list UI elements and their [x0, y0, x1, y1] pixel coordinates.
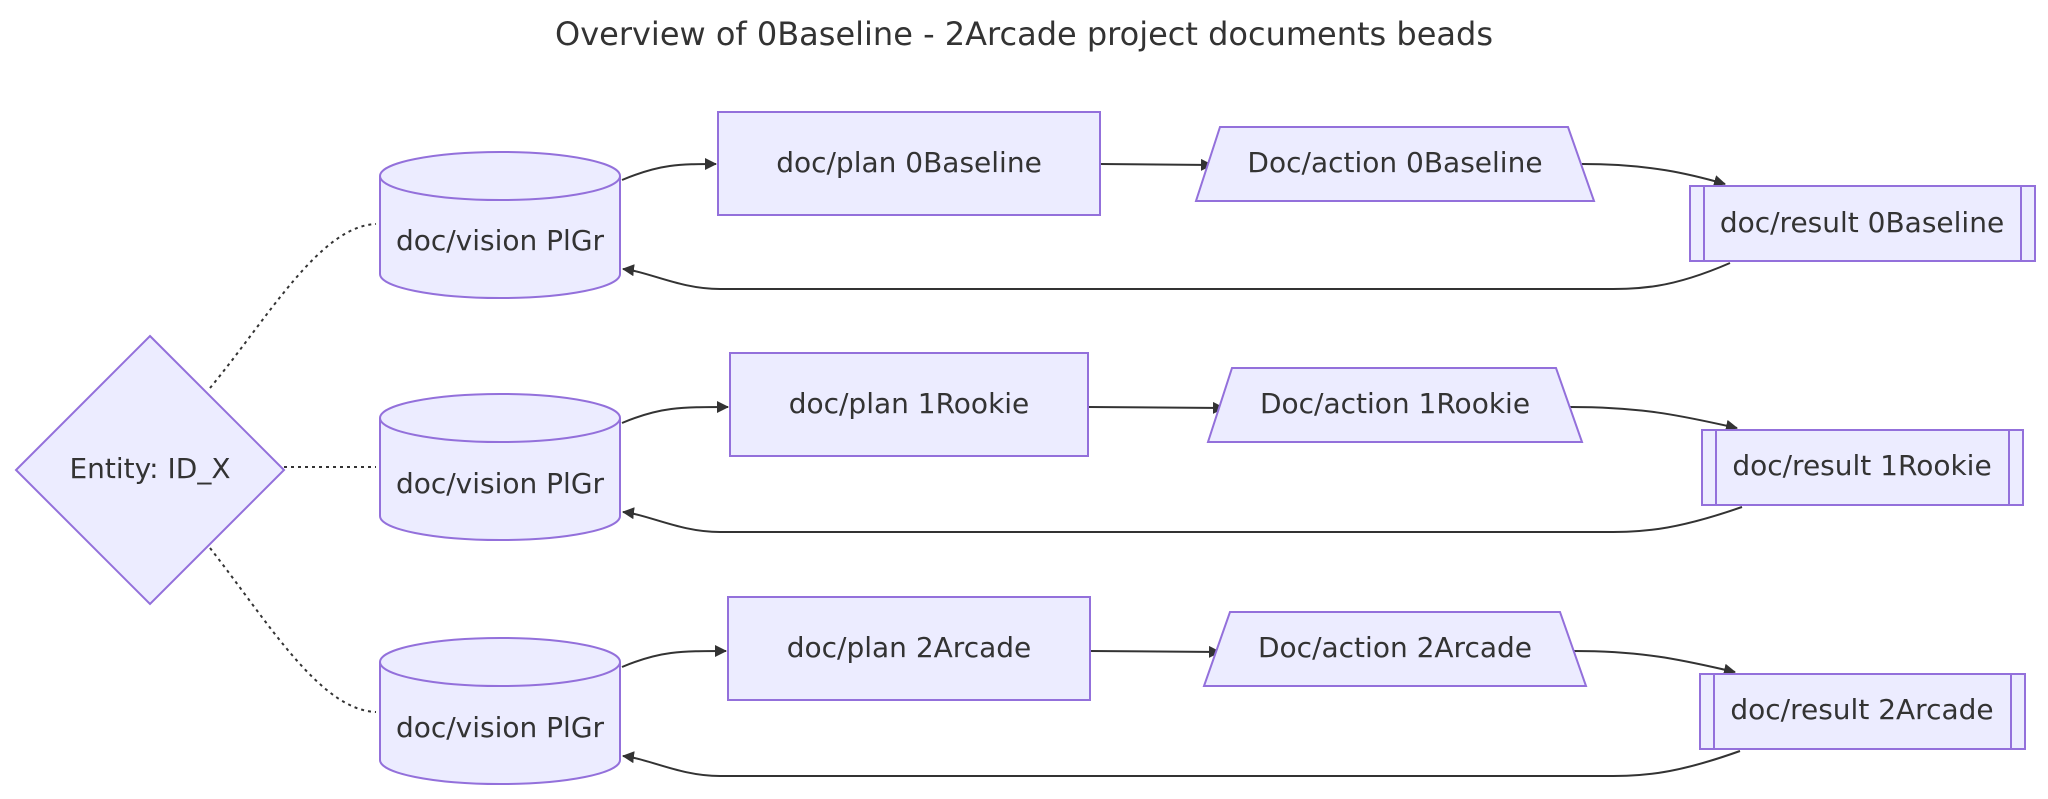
- action-trapezoid-2: [1202, 611, 1588, 687]
- vision-label-1: doc/vision PlGr: [396, 467, 605, 500]
- row-0-group: doc/vision PlGr doc/plan 0Baseline Doc/a…: [379, 111, 2036, 299]
- vision-cylinder-top-2: [379, 661, 621, 687]
- edge-vision-to-plan-1: [621, 401, 729, 424]
- vision-label-0: doc/vision PlGr: [396, 224, 605, 257]
- vision-cylinder-shape-1: [379, 393, 621, 541]
- result-label-0: doc/result 0Baseline: [1720, 206, 2004, 239]
- vision-label-2: doc/vision PlGr: [396, 711, 605, 744]
- edge-vision-to-plan-0: [621, 158, 717, 181]
- entity-node: Entity: ID_X: [14, 334, 286, 606]
- plan-node-2: doc/plan 2Arcade: [727, 596, 1091, 701]
- result-label-2: doc/result 2Arcade: [1730, 693, 1993, 726]
- edge-action-to-result-0: [1581, 163, 1726, 187]
- row-2-group: doc/vision PlGr doc/plan 2Arcade Doc/act…: [379, 596, 2026, 785]
- plan-rect-2: [727, 596, 1091, 701]
- result-label-1: doc/result 1Rookie: [1732, 449, 1991, 482]
- vision-cylinder-shape-0: [379, 151, 621, 299]
- action-node-1: Doc/action 1Rookie: [1206, 367, 1584, 443]
- result-rect-0: [1689, 185, 2036, 262]
- edge-entity-to-vision-0: [209, 223, 377, 389]
- action-label-1: Doc/action 1Rookie: [1260, 387, 1530, 420]
- edge-action-to-result-2: [1573, 650, 1736, 676]
- edge-plan-to-action-1: [1087, 401, 1225, 414]
- plan-node-1: doc/plan 1Rookie: [729, 352, 1089, 457]
- vision-cylinder-top-1: [379, 417, 621, 443]
- edge-plan-to-action-0: [1099, 158, 1213, 171]
- plan-label-0: doc/plan 0Baseline: [776, 146, 1042, 179]
- edge-result-to-vision-0: [622, 262, 1731, 290]
- result-node-1: doc/result 1Rookie: [1701, 429, 2024, 506]
- action-node-2: Doc/action 2Arcade: [1202, 611, 1588, 687]
- edge-result-to-vision-1: [622, 506, 1743, 533]
- vision-cylinder-shape-2: [379, 637, 621, 785]
- vision-cylinder-top-0: [379, 175, 621, 201]
- edge-vision-to-plan-2: [621, 645, 727, 668]
- diagram-title: Overview of 0Baseline - 2Arcade project …: [555, 15, 1493, 53]
- edge-result-to-vision-2: [622, 750, 1741, 777]
- plan-rect-0: [717, 111, 1101, 216]
- action-trapezoid-0: [1194, 126, 1596, 202]
- plan-label-2: doc/plan 2Arcade: [787, 631, 1032, 664]
- plan-node-0: doc/plan 0Baseline: [717, 111, 1101, 216]
- plan-label-1: doc/plan 1Rookie: [789, 387, 1030, 420]
- action-label-0: Doc/action 0Baseline: [1247, 146, 1542, 179]
- entity-label: Entity: ID_X: [69, 452, 230, 485]
- result-rect-2: [1699, 673, 2026, 750]
- result-node-2: doc/result 2Arcade: [1699, 673, 2026, 750]
- vision-node-0: doc/vision PlGr: [379, 151, 621, 299]
- edges-layer: [209, 158, 1743, 777]
- action-trapezoid-1: [1206, 367, 1584, 443]
- edge-entity-to-vision-2: [209, 547, 377, 713]
- action-node-0: Doc/action 0Baseline: [1194, 126, 1596, 202]
- vision-node-1: doc/vision PlGr: [379, 393, 621, 541]
- edge-plan-to-action-2: [1089, 645, 1221, 658]
- result-rect-1: [1701, 429, 2024, 506]
- vision-node-2: doc/vision PlGr: [379, 637, 621, 785]
- row-1-group: doc/vision PlGr doc/plan 1Rookie Doc/act…: [379, 352, 2024, 541]
- edge-action-to-result-1: [1569, 406, 1738, 432]
- action-label-2: Doc/action 2Arcade: [1258, 631, 1532, 664]
- plan-rect-1: [729, 352, 1089, 457]
- entity-diamond-shape: [14, 334, 286, 606]
- result-node-0: doc/result 0Baseline: [1689, 185, 2036, 262]
